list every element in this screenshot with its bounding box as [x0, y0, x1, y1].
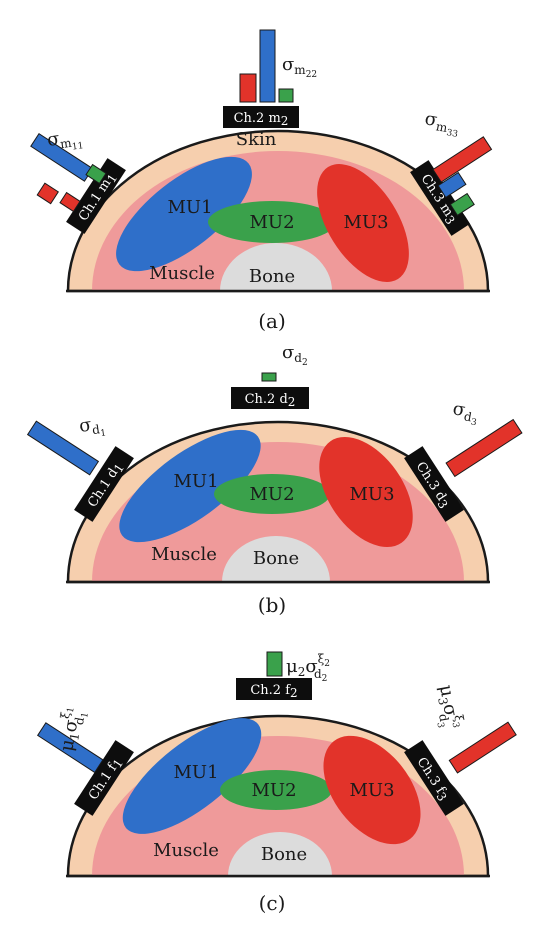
- sigma-m11-label: σm11: [46, 125, 84, 156]
- caption-b: (b): [258, 593, 286, 617]
- channel-2-electrode: Ch.2 f2: [236, 678, 312, 700]
- caption-a: (a): [258, 309, 286, 333]
- bar-ch1-red: [59, 191, 81, 213]
- muscle-label: Muscle: [151, 544, 217, 565]
- sigma-d2-label: σd2: [282, 342, 308, 368]
- bar-ch1-blue: [26, 420, 100, 476]
- bar-ch3-red: [432, 136, 493, 183]
- svg-text:Ch.2 m2: Ch.2 m2: [234, 111, 289, 128]
- muscle-label: Muscle: [153, 840, 219, 861]
- bone-label: Bone: [249, 266, 295, 287]
- sigma-d1-label: σd1: [78, 413, 107, 442]
- mu1-ellipse: [119, 429, 261, 543]
- mu3-label: MU3: [349, 484, 394, 505]
- mu1-ellipse: [116, 156, 252, 272]
- svg-text:Ch.2 d2: Ch.2 d2: [245, 392, 296, 409]
- bar-ch3-red: [445, 418, 523, 478]
- bar-ch1-blue: [36, 722, 104, 774]
- sigma-m22-label: σm22: [282, 54, 317, 80]
- sigma-d3-label: σd3: [450, 398, 480, 428]
- mu3-ellipse: [317, 164, 409, 282]
- skin-label: Skin: [236, 129, 277, 150]
- mu3-ellipse: [323, 735, 421, 845]
- mu2-ellipse: [220, 770, 332, 810]
- svg-text:Ch.2 f2: Ch.2 f2: [250, 683, 297, 700]
- panel-a: Skin MU1 MU2 MU3 Muscle Bone Ch.2 m2 Ch.…: [30, 29, 493, 333]
- channel-2-electrode: Ch.2 d2: [231, 387, 309, 409]
- mu2-label: MU2: [251, 780, 296, 801]
- mu2-label: MU2: [249, 484, 294, 505]
- bar-ch2-green: [261, 372, 277, 382]
- mu1-label: MU1: [173, 762, 218, 783]
- bar-ch1-green: [85, 163, 107, 185]
- mu3-sigma-d3-xi3-label: μ3σξ3d3: [428, 683, 467, 732]
- channel-3-electrode: Ch.3 d3: [404, 446, 464, 522]
- bone: [228, 832, 332, 876]
- mu1-sigma-d1-xi1-label: μ1σξ1d1: [52, 705, 91, 754]
- bone-label: Bone: [261, 844, 307, 865]
- mu1-label: MU1: [173, 471, 218, 492]
- channel-2-electrode: Ch.2 m2: [223, 106, 299, 128]
- bar-ch2-green: [266, 651, 283, 677]
- mu2-ellipse: [214, 474, 330, 514]
- bar-ch3-red: [448, 721, 517, 774]
- panel-b: MU1 MU2 MU3 Muscle Bone Ch.2 d2 Ch.1 d1 …: [26, 342, 523, 617]
- muscle-label: Muscle: [149, 263, 215, 284]
- caption-c: (c): [259, 891, 286, 915]
- mu1-ellipse: [122, 718, 262, 834]
- mu3-ellipse: [319, 436, 413, 548]
- bar-ch3-blue: [437, 171, 467, 199]
- bar-ch2-green: [278, 88, 294, 103]
- bone: [222, 536, 330, 582]
- sigma-m33-label: σm33: [422, 108, 461, 140]
- mu2-label: MU2: [249, 212, 294, 233]
- bar-ch3-green: [449, 192, 475, 217]
- bars-ch1: [36, 182, 59, 205]
- mu3-label: MU3: [349, 780, 394, 801]
- bar-ch2-blue: [259, 29, 276, 103]
- mu2-ellipse: [208, 201, 336, 243]
- mu3-label: MU3: [343, 212, 388, 233]
- bone-label: Bone: [253, 548, 299, 569]
- bone: [220, 243, 332, 291]
- panel-c: MU1 MU2 MU3 Muscle Bone Ch.2 f2 Ch.1 f1 …: [36, 651, 517, 915]
- bar-ch2-red: [239, 73, 257, 103]
- mu1-label: MU1: [167, 197, 212, 218]
